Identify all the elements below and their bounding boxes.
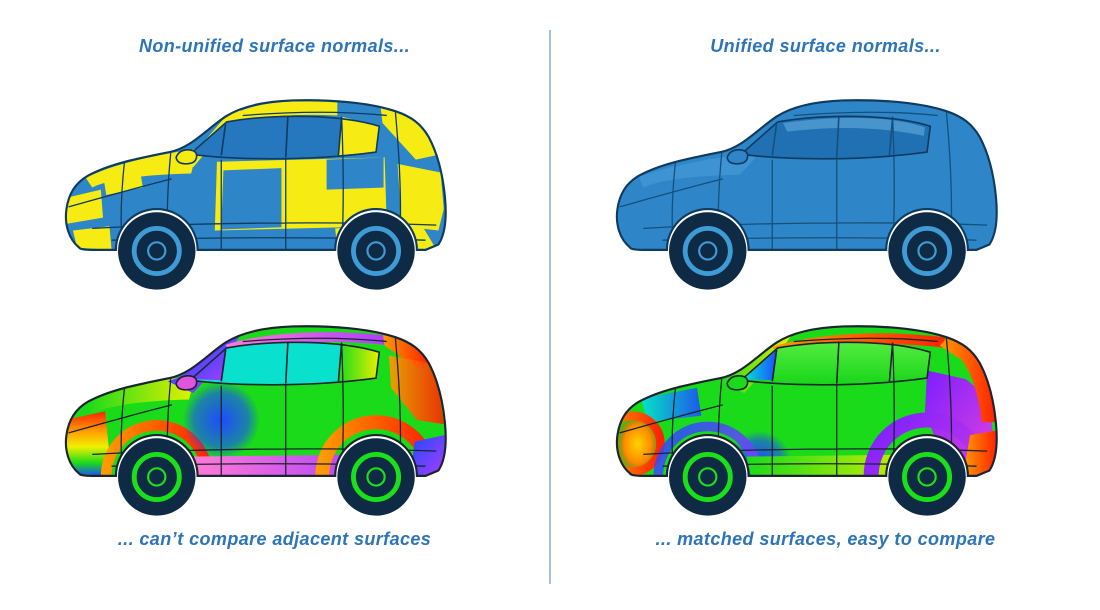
car-uniform-blue [615,99,998,293]
vertical-divider [549,30,551,584]
car-rainbow-matched [615,325,998,519]
non-unified-panel: Non-unified surface normals... [0,0,549,610]
non-unified-title: Non-unified surface normals... [138,36,411,56]
non-unified-comparison-figure [60,293,490,519]
unified-title: Unified surface normals... [710,36,941,56]
car-rainbow-mismatched [64,325,447,519]
unified-caption: ... matched surfaces, easy to compare [655,529,996,549]
non-unified-normals-figure [60,67,490,293]
unified-normals-figure [611,67,1041,293]
side-mirror [174,374,197,391]
side-mirror [174,148,197,165]
unified-comparison-figure [611,293,1041,519]
car-mixed-yellow-blue [64,99,447,293]
non-unified-caption: ... can’t compare adjacent surfaces [117,529,432,549]
side-mirror [725,374,748,391]
side-mirror [725,148,748,165]
unified-panel: Unified surface normals... [551,0,1100,610]
